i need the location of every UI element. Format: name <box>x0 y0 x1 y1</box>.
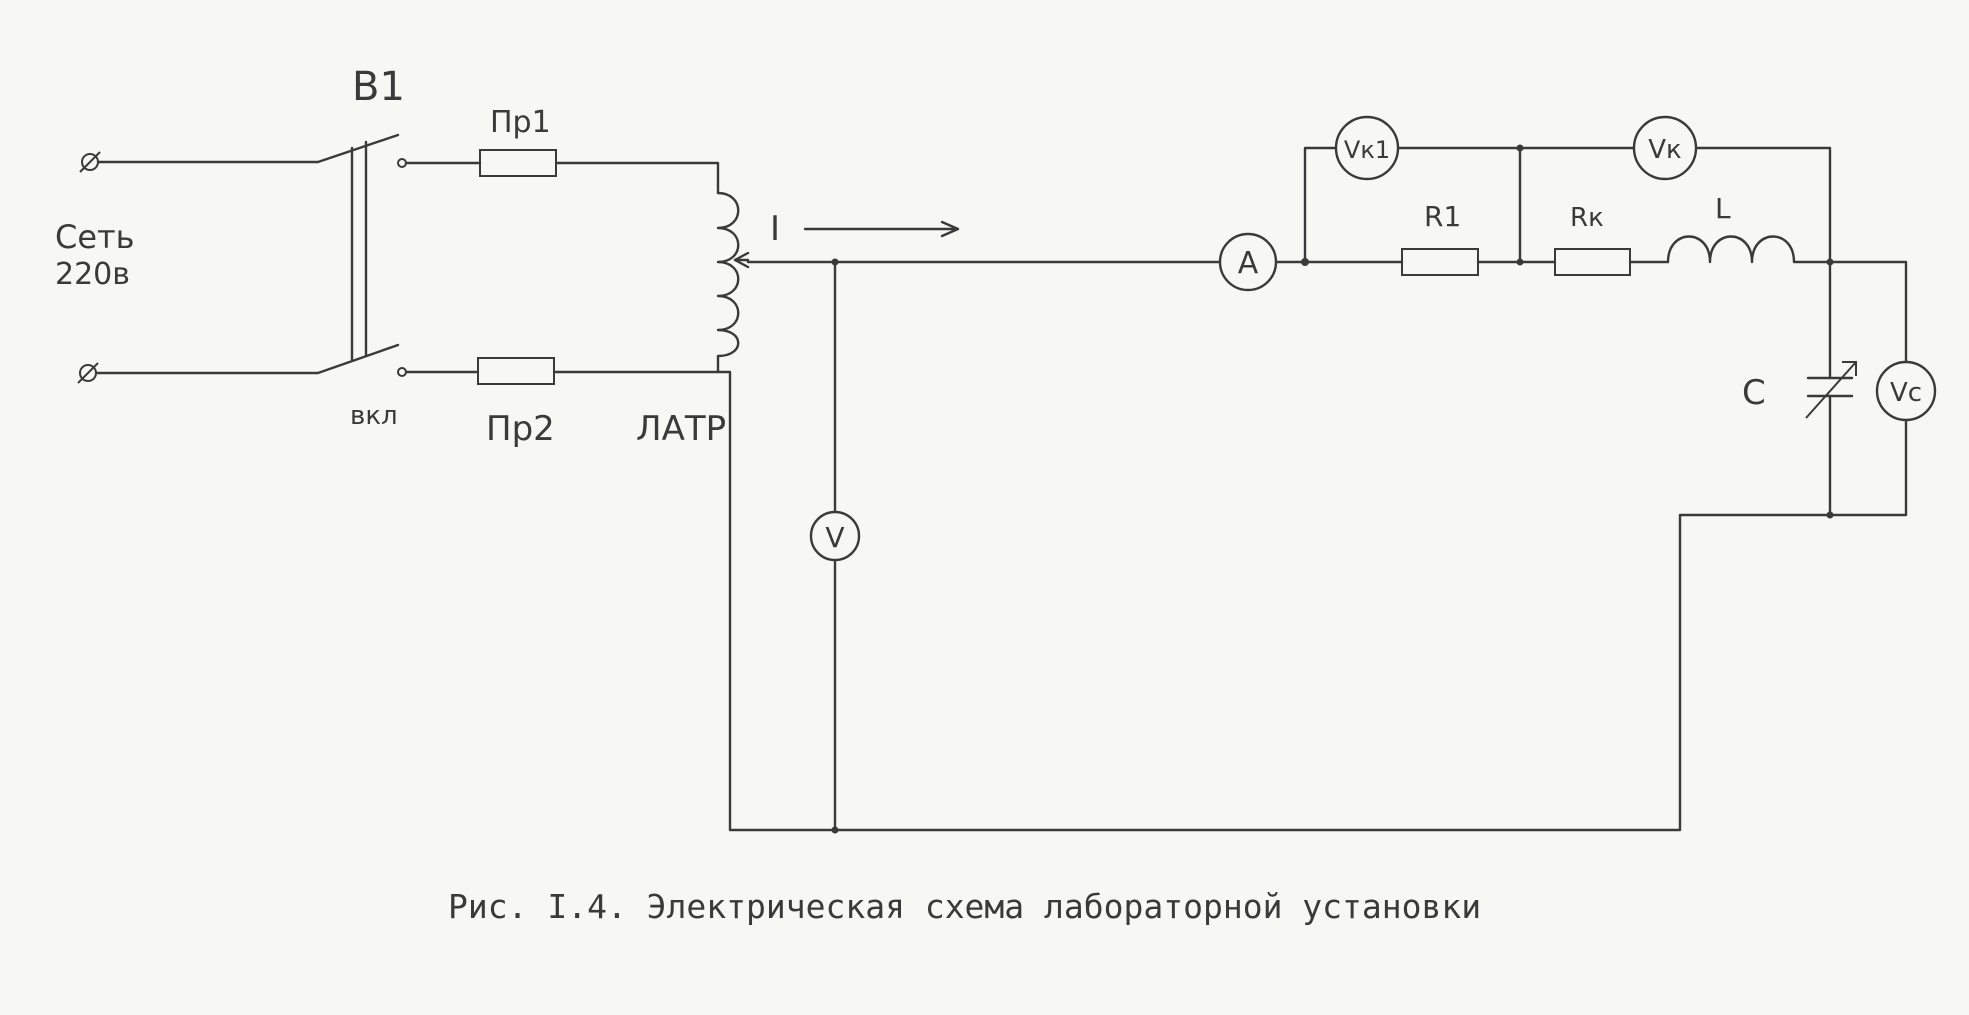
wire-latr-bottom <box>716 370 837 832</box>
svg-text:Vc: Vc <box>1890 378 1922 408</box>
resistor-r1 <box>1401 248 1479 276</box>
svg-text:Vк1: Vк1 <box>1344 136 1390 164</box>
voltmeter: V <box>809 510 861 562</box>
wire-fuse1 <box>404 161 720 195</box>
current-arrow <box>803 220 960 238</box>
ammeter: A <box>1218 232 1278 292</box>
label-r1: R1 <box>1424 200 1461 233</box>
fuse-pr2 <box>477 357 555 385</box>
latr-coil <box>716 191 740 374</box>
label-c: C <box>1742 373 1766 413</box>
label-switch-b1: В1 <box>352 64 405 110</box>
label-rk: Rк <box>1570 203 1604 233</box>
label-mains: Сеть <box>55 218 135 256</box>
label-latr: ЛАТР <box>636 409 726 449</box>
wire-right <box>1828 260 1908 517</box>
inductor-l <box>1666 235 1832 264</box>
latr-slider-arrowhead <box>733 251 750 269</box>
label-voltage: 220в <box>55 257 130 292</box>
label-current: I <box>770 209 780 249</box>
wire-return <box>833 513 1832 832</box>
label-fuse2: Пр2 <box>486 409 555 449</box>
figure-caption: Рис. I.4. Электрическая схема лабораторн… <box>448 887 1481 926</box>
fuse-pr1 <box>479 149 557 177</box>
svg-text:V: V <box>825 521 844 554</box>
label-on: вкл <box>350 401 398 431</box>
resistor-rk <box>1554 248 1631 276</box>
voltmeter-vc: Vc <box>1875 360 1937 422</box>
svg-text:Vк: Vк <box>1648 135 1682 165</box>
wire-vk1-branch <box>1303 146 1522 264</box>
voltmeter-vk1: Vк1 <box>1334 115 1400 181</box>
svg-text:A: A <box>1238 246 1259 281</box>
wire-vk-branch <box>1518 146 1832 264</box>
label-l: L <box>1715 192 1731 225</box>
capacitor-c <box>1805 361 1857 419</box>
voltmeter-vk: Vк <box>1632 115 1698 181</box>
label-fuse1: Пр1 <box>490 105 551 140</box>
latr-slider-arrow <box>733 258 837 264</box>
switch-b1 <box>316 133 407 377</box>
